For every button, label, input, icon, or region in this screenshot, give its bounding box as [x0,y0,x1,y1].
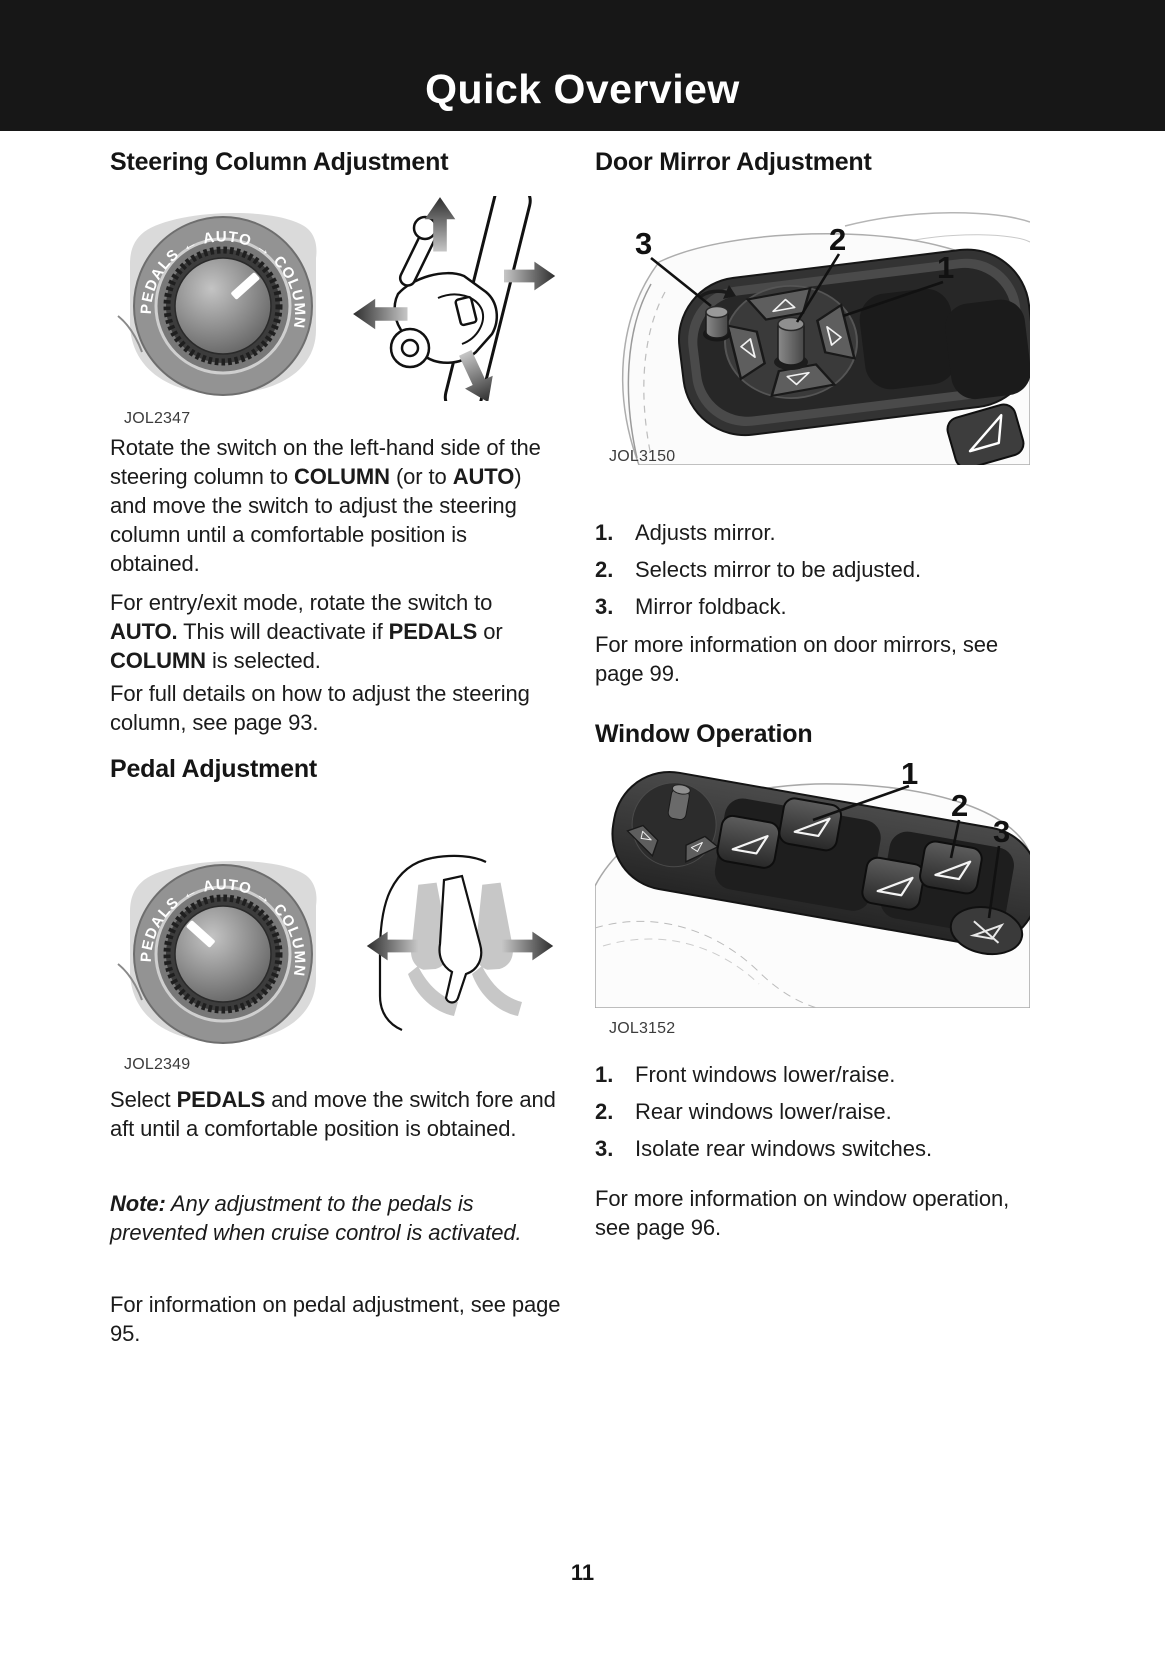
paragraph-pedal-note: Note: Any adjustment to the pedals is pr… [110,1189,562,1247]
text-run: ) and move the switch to adjust the stee… [110,464,522,576]
list-item-number: 1. [595,1062,614,1087]
dial-pointer-column [231,272,260,300]
pedals-diagram [366,854,554,1032]
page-header: Quick Overview [0,0,1165,131]
list-item-number: 2. [595,557,614,582]
text-run: For full details on how to adjust the st… [110,681,530,735]
front-right-window-switch [776,795,844,854]
figure-door-mirror: 3 2 1 [595,200,1047,465]
list-item: 2. Rear windows lower/raise. [595,1097,1047,1126]
figure-window-operation: 1 2 3 [595,758,1047,1008]
text-run: AUTO [452,464,515,489]
callout-line-3 [650,256,712,308]
heading-door-mirror-adjustment: Door Mirror Adjustment [595,148,872,176]
text-run: COLUMN [293,464,390,489]
text-run: PEDALS [176,1087,266,1112]
paragraph-window-info: For more information on window operation… [595,1184,1047,1242]
callout-line-2 [795,253,841,323]
list-item: 2. Selects mirror to be adjusted. [595,555,1047,584]
list-item-text: Mirror foldback. [635,594,787,619]
list-item-text: Isolate rear windows switches. [635,1136,933,1161]
heading-window-operation: Window Operation [595,720,813,748]
figure-pedal-adjustment [110,846,562,1046]
callout-number-1: 1 [901,758,918,791]
list-item: 1. Adjusts mirror. [595,518,1047,547]
mirror-callout-list: 1. Adjusts mirror. 2. Selects mirror to be … [595,518,1047,629]
rotary-switch-diagram [118,213,317,395]
list-item: 1. Front windows lower/raise. [595,1060,1047,1089]
list-item-text: Adjusts mirror. [635,520,776,545]
callout-line-1 [812,784,910,822]
list-item: 3. Mirror foldback. [595,592,1047,621]
callout-line-3 [987,845,1001,919]
text-run: This will deactivate if [177,619,389,644]
mirror-selector-joystick [777,323,805,366]
steering-column-illustration [110,196,556,401]
mirror-foldback-button [705,311,729,339]
text-run: Select [110,1087,177,1112]
window-operation-illustration: 1 2 3 [595,758,1030,1008]
text-run: AUTO. [110,619,178,644]
list-item-number: 3. [595,594,614,619]
text-run: Rotate the switch on the left-hand side … [110,435,541,489]
page-title: Quick Overview [425,66,740,112]
text-run: is selected. [205,648,321,673]
list-item-number: 1. [595,520,614,545]
paragraph-steering-3: For full details on how to adjust the st… [110,679,562,737]
steering-wheel-diagram [353,196,556,401]
callout-number-1: 1 [937,250,954,285]
heading-steering-column-adjustment: Steering Column Adjustment [110,148,449,176]
callout-number-2: 2 [829,222,846,257]
figure-steering-column [110,196,562,401]
figure-caption-jol3152: JOL3152 [609,1020,676,1037]
door-mirror-illustration: 3 2 1 [621,212,1030,465]
callout-line-1 [842,280,944,318]
switch-strip [611,770,1030,956]
text-run: For information on pedal adjustment, see… [110,1292,561,1346]
partial-window-switch [946,403,1025,465]
text-run: or [477,619,503,644]
list-item-number: 3. [595,1136,614,1161]
list-item-number: 2. [595,1099,614,1124]
callout-number-3: 3 [993,814,1010,849]
pedal-adjustment-illustration [110,854,554,1046]
text-run: (or to [389,464,453,489]
ignition-barrel [454,295,478,327]
paragraph-mirror-info: For more information on door mirrors, se… [595,630,1047,688]
heading-pedal-adjustment: Pedal Adjustment [110,755,318,783]
front-left-window-switch [714,813,782,871]
text-run: For more information on door mirrors, se… [595,632,999,686]
list-item: 3. Isolate rear windows switches. [595,1134,1047,1163]
callout-line-2 [949,819,961,859]
callout-number-2: 2 [951,788,968,823]
paragraph-pedal-1: Select PEDALS and move the switch fore a… [110,1085,562,1143]
rear-right-window-switch [917,838,985,897]
text-run: Any adjustment to the pedals is prevente… [110,1191,522,1245]
isolation-glyph-icon [969,923,1005,940]
text-run: COLUMN [110,648,206,673]
window-callout-list: 1. Front windows lower/raise. 2. Rear windo… [595,1060,1047,1171]
paragraph-steering-2: For entry/exit mode, rotate the switch t… [110,588,562,675]
figure-caption-jol3150: JOL3150 [609,448,676,465]
text-run: For entry/exit mode, rotate the switch t… [110,590,493,615]
figure-caption-jol2349: JOL2349 [124,1056,191,1073]
page-number: 11 [570,1560,595,1585]
window-glyph-icon [968,413,1003,453]
rear-left-window-switch [859,854,927,913]
text-run: and move the switch fore and aft until a… [110,1087,556,1141]
dial-pointer-pedals [186,920,215,948]
paragraph-pedal-2: For information on pedal adjustment, see… [110,1290,562,1348]
text-run: PEDALS [388,619,478,644]
callout-number-3: 3 [635,226,652,261]
arrow-left-icon [366,931,418,961]
list-item-text: Front windows lower/raise. [635,1062,896,1087]
figure-caption-jol2347: JOL2347 [124,410,191,427]
paragraph-steering-1: Rotate the switch on the left-hand side … [110,433,562,578]
list-item-text: Selects mirror to be adjusted. [635,557,922,582]
text-run: Note: [110,1191,166,1216]
list-item-text: Rear windows lower/raise. [635,1099,892,1124]
rotary-switch-diagram [118,861,317,1043]
text-run: For more information on window operation… [595,1186,1010,1240]
pedal-outline [438,874,483,1004]
